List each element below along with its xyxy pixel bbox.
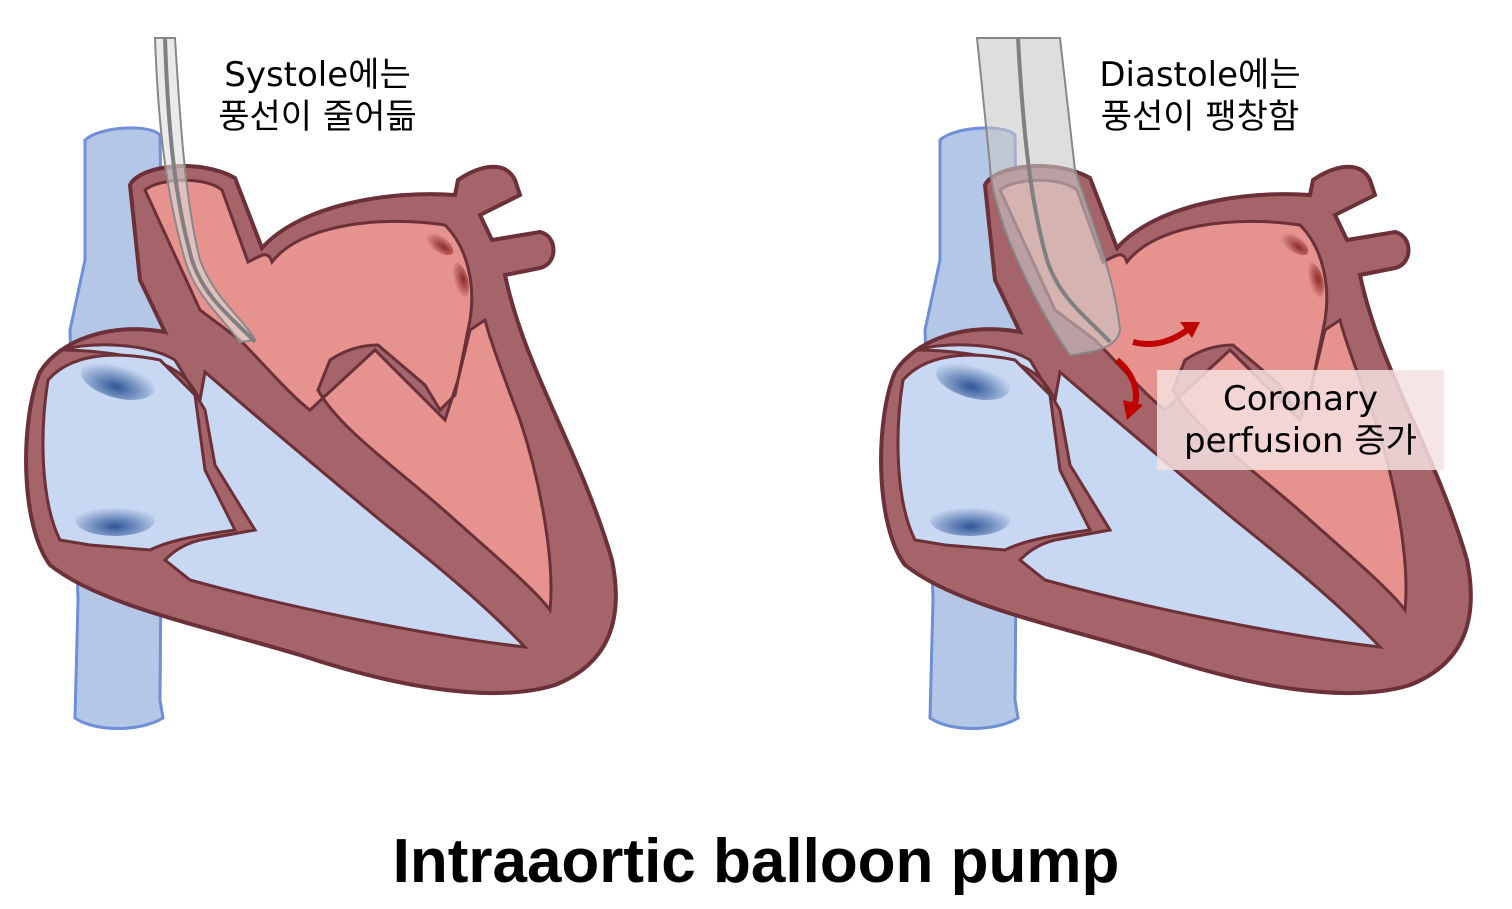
flow-arrow-up-icon [1132,325,1192,348]
callout-line2: perfusion 증가 [1184,421,1417,461]
diastole-label: Diastole에는 풍선이 팽창함 [1080,54,1320,138]
systole-label: Systole에는 풍선이 줄어듦 [200,54,435,138]
diastole-label-line2: 풍선이 팽창함 [1100,97,1300,137]
heart-systole [24,37,618,731]
heart-diastole [879,37,1473,731]
systole-label-line1: Systole에는 [224,55,411,95]
systole-label-line2: 풍선이 줄어듦 [218,97,417,137]
diagram-title: Intraaortic balloon pump [392,827,1120,896]
diastole-label-line1: Diastole에는 [1099,55,1301,95]
callout-line1: Coronary [1222,379,1379,419]
coronary-perfusion-callout: Coronary perfusion 증가 [1157,370,1444,470]
catheter-deflated [153,37,257,344]
catheter-inflated [975,37,1122,357]
